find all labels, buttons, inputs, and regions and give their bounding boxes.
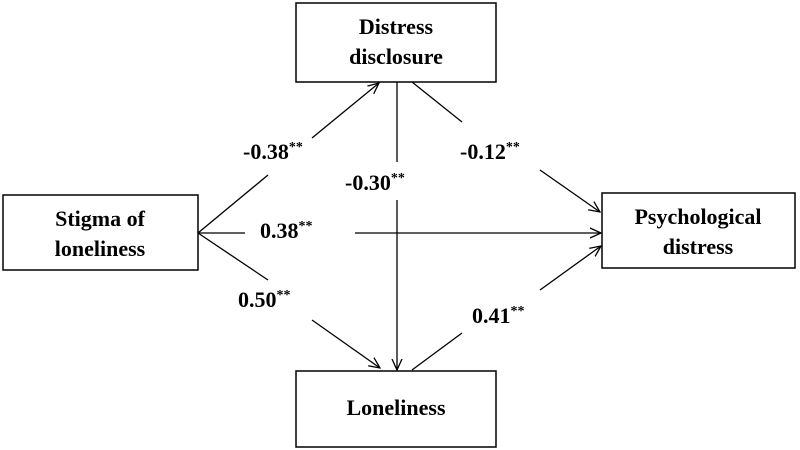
edge-disclosure-to-distress <box>411 81 463 123</box>
coef-stigma-to-loneliness: 0.50** <box>238 287 291 312</box>
coef-value: 0.50 <box>238 287 277 312</box>
coef-disclosure-to-loneliness: -0.30** <box>345 170 405 195</box>
node-loneliness: Loneliness <box>295 370 497 448</box>
coef-stigma-to-disclosure: -0.38** <box>243 139 303 164</box>
node-label-line: loneliness <box>55 236 146 261</box>
coef-significance: ** <box>277 288 291 303</box>
node-label-line: Psychological <box>634 204 761 229</box>
edge-disclosure-to-distress-head <box>539 169 600 212</box>
coef-loneliness-to-distress: 0.41** <box>472 303 525 328</box>
edge-stigma-to-disclosure <box>197 174 269 234</box>
node-label-line: Stigma of <box>55 206 146 231</box>
coef-significance: ** <box>299 219 313 234</box>
coef-significance: ** <box>506 140 520 155</box>
coef-value: 0.41 <box>472 303 511 328</box>
node-label-line: Distress <box>359 14 434 39</box>
node-label-line: distress <box>663 234 734 259</box>
edge-loneliness-to-distress <box>411 332 463 371</box>
edge-stigma-to-loneliness-head <box>311 319 380 368</box>
edge-stigma-to-loneliness <box>197 232 269 281</box>
node-distress-disclosure: Distress disclosure <box>295 2 497 83</box>
coef-stigma-to-distress: 0.38** <box>260 218 313 243</box>
coef-significance: ** <box>511 304 525 319</box>
edge-stigma-to-disclosure-head <box>311 83 379 139</box>
node-label-line: disclosure <box>349 44 443 69</box>
node-label-line: Loneliness <box>346 395 445 420</box>
coef-value: -0.30 <box>345 170 391 195</box>
coef-significance: ** <box>289 140 303 155</box>
coef-disclosure-to-distress: -0.12** <box>460 139 520 164</box>
coef-significance: ** <box>391 171 405 186</box>
coef-value: 0.38 <box>260 218 299 243</box>
edge-loneliness-to-distress-head <box>539 246 601 291</box>
node-stigma-of-loneliness: Stigma of loneliness <box>2 194 199 271</box>
coef-value: -0.12 <box>460 139 506 164</box>
coef-value: -0.38 <box>243 139 289 164</box>
node-psychological-distress: Psychological distress <box>601 192 796 269</box>
